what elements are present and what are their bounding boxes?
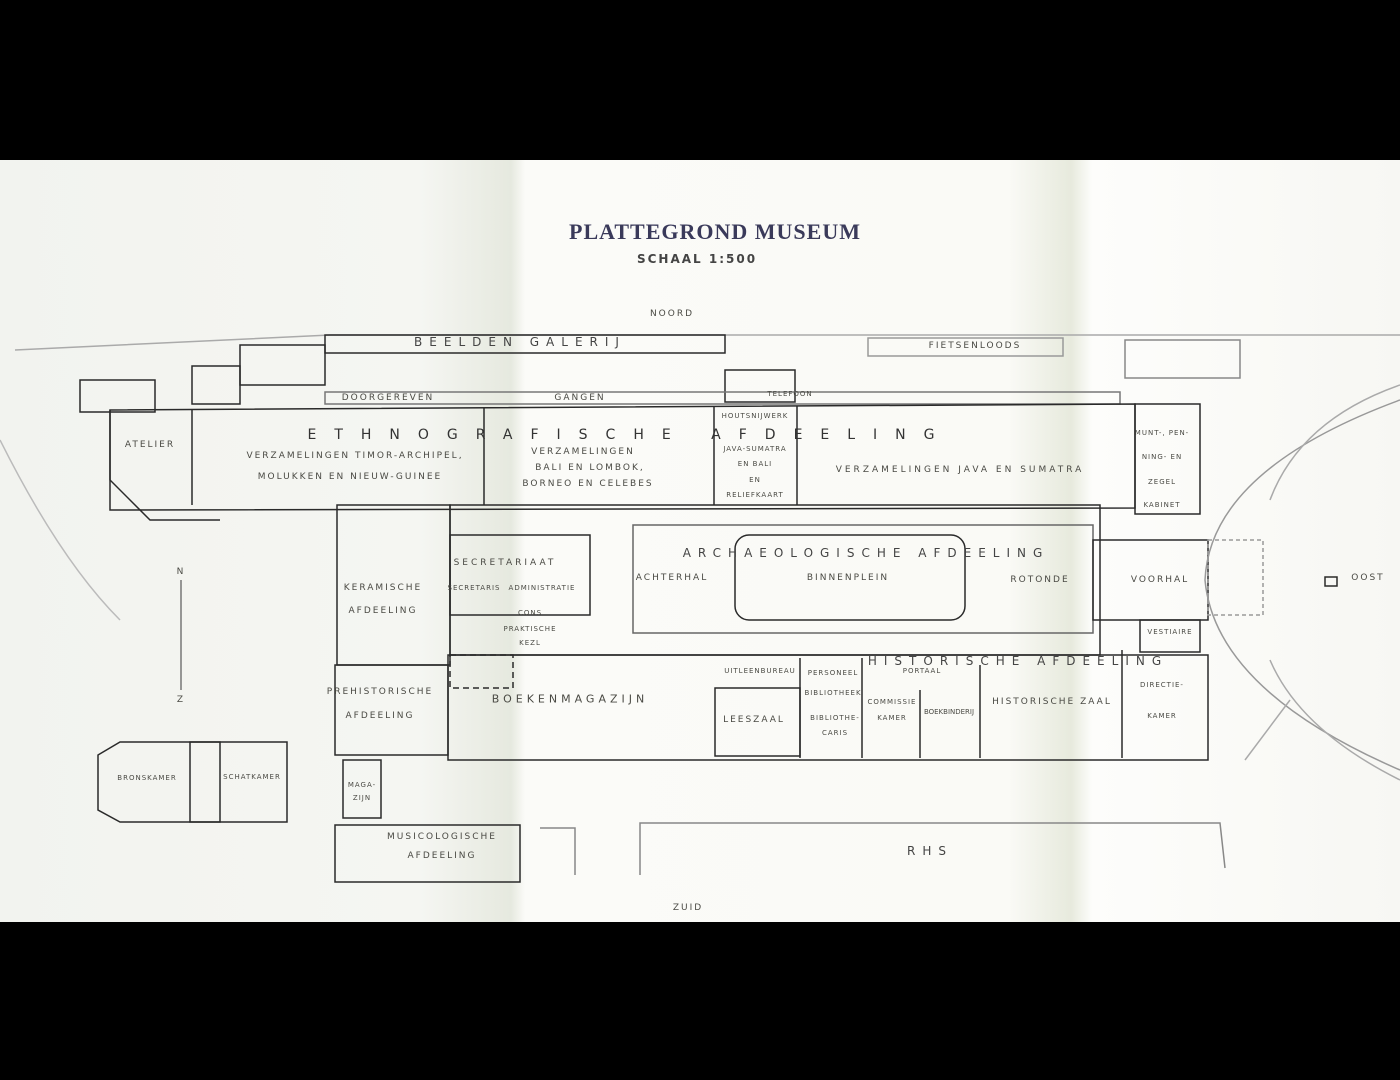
room-houtsnijwerk-line: HOUTSNIJWERK [721,412,789,420]
room-houtsnijwerk-line: RELIEFKAART [726,491,784,499]
room-voorhal: VOORHAL [1130,575,1190,585]
room-prehistorische-line: AFDEELING [345,711,415,721]
room-houtsnijwerk-line: EN BALI [737,460,773,468]
room-leeszaal: LEESZAAL [723,715,785,725]
plan-scale: SCHAAL 1:500 [636,252,758,266]
ethnografische-heading: ETHNOGRAFISCHE AFDEELING [307,427,953,443]
room-secretariaat: SECRETARIAAT [453,558,557,568]
room-bali-line: BALI EN LOMBOK, [535,463,645,473]
room-musicologische-line: AFDEELING [407,851,477,861]
room-conservator-line: PRAKTISCHE [503,625,557,633]
compass-zuid: ZUID [672,903,704,913]
room-bali-line: BORNEO EN CELEBES [522,479,654,489]
room-fietsenloods: FIETSENLOODS [928,341,1022,351]
room-bali-line: VERZAMELINGEN [531,447,635,457]
room-munt-line: ZEGEL [1148,478,1176,486]
archaeologische-heading: ARCHAEOLOGISCHE AFDEELING [682,546,1050,560]
room-secretaris: SECRETARIS [447,584,501,592]
room-personeel-line: BIBLIOTHEEK [804,689,862,697]
room-directie-line: DIRECTIE- [1140,681,1184,689]
room-timor-line: VERZAMELINGEN TIMOR-ARCHIPEL, [246,451,464,461]
room-commissie-line: COMMISSIE [867,698,917,706]
room-conservator-line: KEZL [519,639,541,647]
room-schatkamer: SCHATKAMER [223,773,281,781]
room-bronskamer: BRONSKAMER [117,774,177,782]
compass-noord: NOORD [649,309,695,319]
room-vestiaire: VESTIAIRE [1147,628,1193,636]
north-arrow-n: N [176,567,186,577]
room-timor-line: MOLUKKEN EN NIEUW-GUINEE [257,472,443,482]
room-conservator-line: CONS [517,609,543,617]
room-munt-line: NING- EN [1141,453,1183,461]
room-magazijn-line: ZIJN [352,794,372,802]
room-magazijn-line: MAGA- [347,781,377,789]
room-houtsnijwerk-line: EN [749,476,761,484]
room-keramische-line: AFDEELING [348,606,418,616]
room-bibliothecaris-line: BIBLIOTHE- [810,714,860,722]
room-historische-zaal: HISTORISCHE ZAAL [992,697,1112,707]
room-achterhal: ACHTERHAL [635,573,709,583]
historische-heading: HISTORISCHE AFDEELING [867,654,1169,668]
corridor-left-label: DOORGEREVEN [341,393,435,403]
room-houtsnijwerk-line: JAVA-SUMATRA [723,445,787,453]
room-binnenplein: BINNENPLEIN [806,573,890,583]
building-rhs: RHS [907,844,953,858]
room-uitleenbureau: UITLEENBUREAU [724,667,796,675]
room-administratie: ADMINISTRATIE [508,584,576,592]
room-commissie-line: KAMER [877,714,907,722]
room-keramische-line: KERAMISCHE [343,583,423,593]
room-boekbinderij: BOEKBINDERIJ [923,708,975,716]
corridor-right-label: GANGEN [554,393,606,403]
room-personeel-line: PERSONEEL [807,669,859,677]
room-telefoon: TELEFOON [767,390,813,398]
room-beelden-galerij: BEELDEN GALERIJ [414,335,626,349]
compass-oost: OOST [1351,573,1385,583]
room-prehistorische-line: PREHISTORISCHE [326,687,434,697]
room-directie-line: KAMER [1147,712,1177,720]
room-rotonde: ROTONDE [1010,575,1070,585]
room-boekenmagazijn: BOEKENMAGAZIJN [491,692,649,706]
room-munt-line: MUNT-, PEN- [1134,429,1190,437]
room-atelier: ATELIER [124,440,176,450]
room-portaal: PORTAAL [902,667,942,675]
room-java-sumatra: VERZAMELINGEN JAVA EN SUMATRA [835,465,1085,475]
room-munt-line: KABINET [1143,501,1181,509]
north-arrow-z: Z [176,695,186,705]
room-musicologische-line: MUSICOLOGISCHE [387,832,497,842]
plan-title: PLATTEGROND MUSEUM [569,219,861,244]
floor-plan-sheet [0,160,1400,922]
room-bibliothecaris-line: CARIS [821,729,849,737]
